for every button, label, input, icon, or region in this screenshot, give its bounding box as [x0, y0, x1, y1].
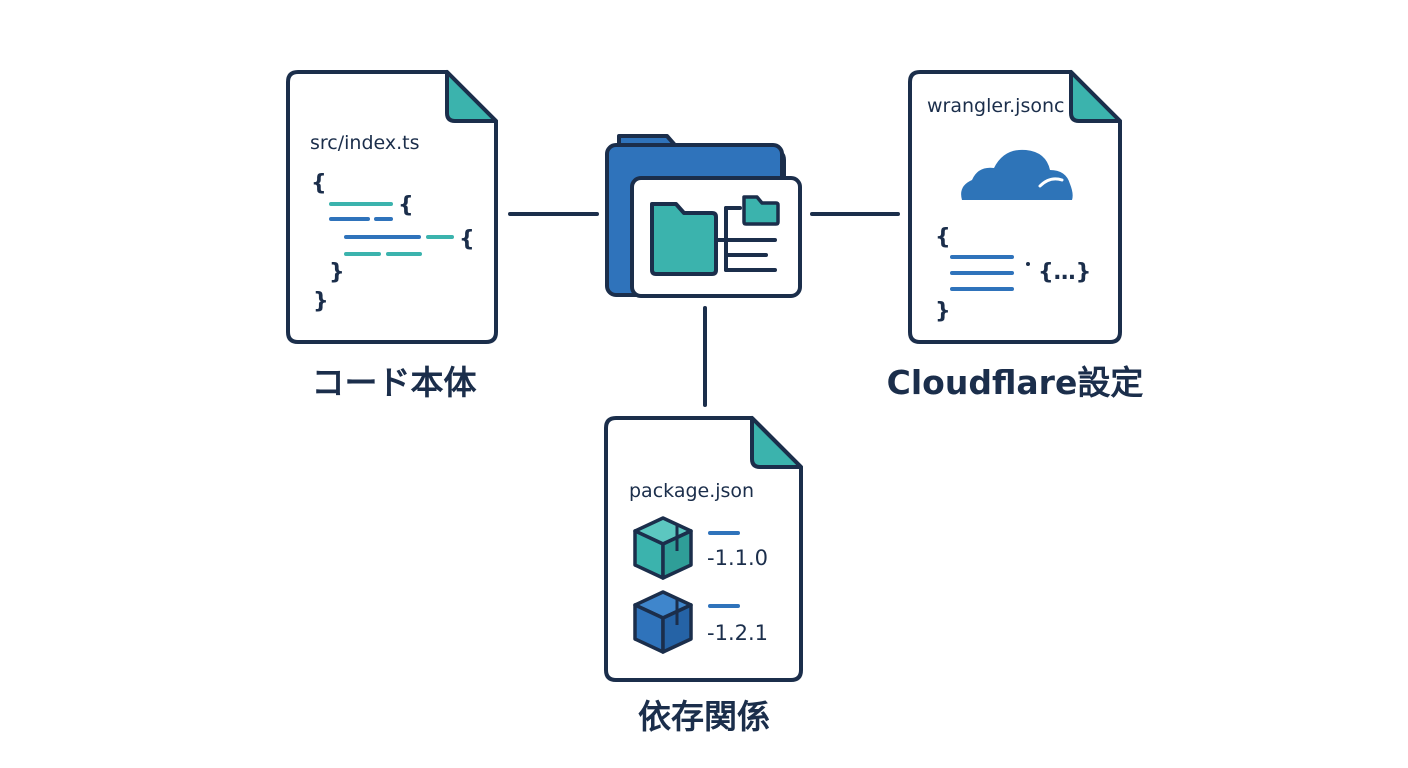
svg-text:{: {	[311, 171, 327, 196]
filename-wrangler: wrangler.jsonc	[927, 95, 1064, 117]
package-box-icon	[633, 590, 693, 654]
filename-package: package.json	[629, 480, 754, 502]
svg-text:{: {	[935, 225, 951, 250]
caption-cloudflare-settings: Cloudflare設定	[887, 363, 1144, 402]
folder-structure-icon	[605, 134, 802, 298]
package-box-icon	[633, 516, 693, 580]
dependency-version: -1.2.1	[707, 621, 768, 645]
config-lines: { {…} }	[935, 225, 1091, 324]
caption-code-body: コード本体	[312, 363, 477, 402]
filename-index: src/index.ts	[310, 132, 420, 154]
document-index-ts: src/index.ts { { { } }	[286, 70, 498, 344]
document-wrangler-jsonc: wrangler.jsonc { {…} }	[908, 70, 1122, 344]
dependency-version: -1.1.0	[707, 546, 768, 570]
config-snippet: {…}	[1038, 260, 1091, 285]
connectors	[508, 212, 900, 407]
dependency-item: -1.2.1	[633, 590, 768, 654]
svg-text:{: {	[459, 227, 475, 252]
caption-dependencies: 依存関係	[638, 697, 770, 736]
cloudflare-cloud-icon	[961, 149, 1073, 200]
svg-text:{: {	[398, 193, 414, 218]
code-lines: { { { } }	[311, 171, 475, 314]
dependency-item: -1.1.0	[633, 516, 768, 580]
svg-text:}: }	[329, 260, 345, 285]
svg-text:}: }	[313, 289, 329, 314]
document-package-json: package.json -1.1.0 -1.2.1	[604, 416, 803, 682]
svg-text:}: }	[935, 299, 951, 324]
